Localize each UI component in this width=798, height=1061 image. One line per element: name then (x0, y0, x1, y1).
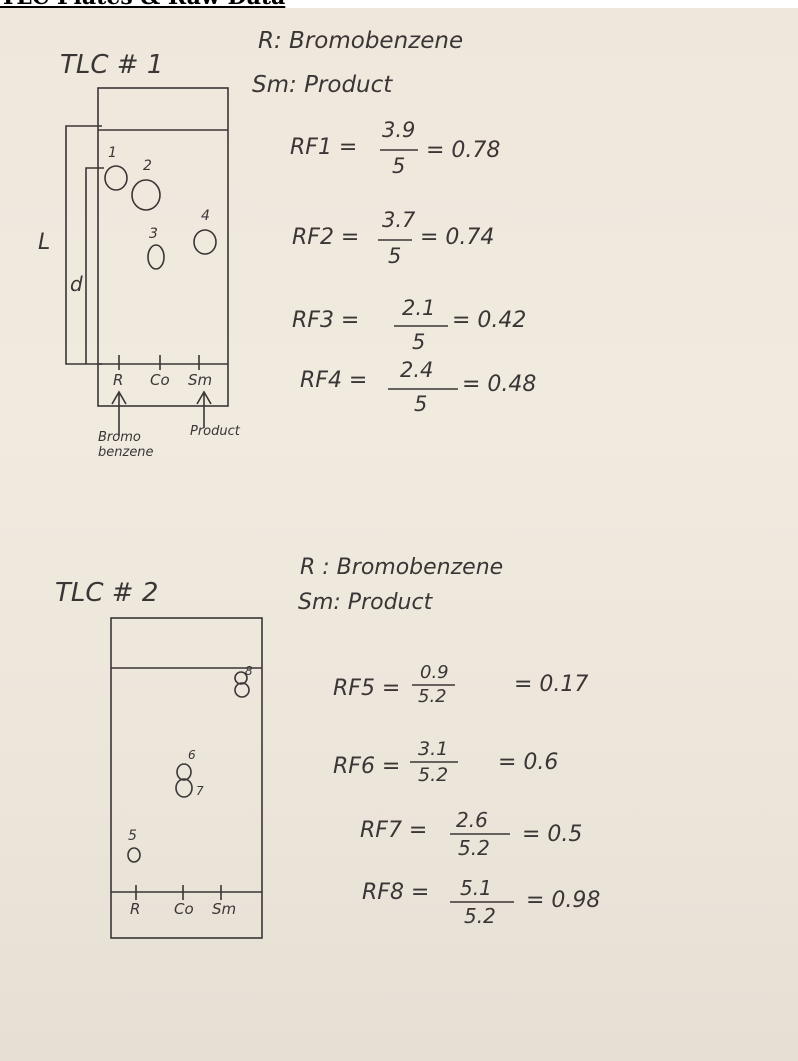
tlc2-spot-8b (234, 682, 250, 698)
tlc2-rf6-label: RF6 = (333, 754, 401, 779)
tlc1-rf3-label: RF3 = (292, 308, 360, 333)
tlc2-rf7-num: 2.6 (456, 808, 488, 832)
tlc2-rf7-label: RF7 = (360, 818, 428, 843)
tlc2-rf5-result: = 0.17 (514, 672, 589, 697)
tlc1-spot-1 (104, 165, 128, 191)
tlc1-arrow-label-left: Bromo benzene (98, 430, 154, 460)
tlc2-spot-num-7: 7 (196, 784, 204, 798)
tlc2-rf5-label: RF5 = (333, 676, 401, 701)
tlc1-rf2-label: RF2 = (292, 225, 360, 250)
tlc2-rf8-result: = 0.98 (526, 888, 601, 913)
tlc2-plate (110, 617, 263, 939)
tlc2-rf8-num: 5.1 (460, 876, 492, 900)
tlc1-rf4-result: = 0.48 (462, 372, 537, 397)
tlc1-label-d: d (70, 272, 83, 296)
tlc2-legend-sm: Sm: Product (298, 590, 433, 615)
tlc1-lane-co: Co (150, 371, 170, 389)
tlc1-spot-num-3: 3 (149, 226, 158, 242)
tlc2-rf5-den: 5.2 (418, 686, 447, 707)
tlc2-rf7-den: 5.2 (458, 836, 490, 860)
tlc1-spot-num-2: 2 (143, 158, 152, 174)
tlc1-spot-2 (131, 179, 161, 211)
tlc2-lane-r: R (130, 900, 141, 918)
tlc2-rf6-den: 5.2 (418, 764, 449, 786)
tlc1-rf2-num: 3.7 (382, 208, 416, 232)
tlc2-rf5-num: 0.9 (420, 662, 449, 683)
tlc2-spot-7 (175, 778, 193, 798)
tlc2-rf8-den: 5.2 (464, 904, 496, 928)
tlc2-lane-co: Co (174, 900, 194, 918)
tlc1-rf2-result: = 0.74 (420, 225, 495, 250)
tlc2-lane-sm: Sm (212, 900, 237, 918)
tlc1-lane-r: R (113, 371, 124, 389)
tlc1-spot-3 (147, 244, 165, 270)
tlc1-arrow-left (111, 390, 127, 436)
tlc1-rf3-den: 5 (412, 330, 426, 354)
tlc2-spot-num-5: 5 (128, 828, 137, 844)
tlc1-spot-4 (193, 229, 217, 255)
tlc1-rf2-den: 5 (388, 244, 402, 268)
tlc1-lane-sm: Sm (188, 371, 213, 389)
tlc1-label-L: L (38, 230, 51, 255)
tlc1-spot-num-4: 4 (201, 208, 210, 224)
tlc1-plate (97, 87, 229, 407)
tlc1-d-bracket (85, 167, 104, 364)
tlc2-rf6-result: = 0.6 (498, 750, 559, 775)
tlc2-spot-num-6: 6 (188, 748, 196, 762)
tlc2-rf8-label: RF8 = (362, 880, 430, 905)
tlc2-spot-8a (234, 671, 248, 685)
tlc1-rf3-num: 2.1 (402, 296, 436, 320)
tlc1-title: TLC # 1 (60, 50, 164, 80)
tlc2-rf6-num: 3.1 (418, 738, 449, 760)
tlc1-arrow-right (196, 390, 212, 428)
tlc2-spot-5 (127, 847, 141, 863)
tlc1-rf1-num: 3.9 (382, 118, 416, 142)
tlc2-spot-num-8: 8 (245, 664, 253, 678)
tlc1-rf4-label: RF4 = (300, 368, 368, 393)
tlc1-rf1-result: = 0.78 (426, 138, 501, 163)
tlc1-spot-num-1: 1 (108, 145, 117, 161)
tlc1-arrow-label-right: Product (190, 424, 240, 439)
page-header: TLC Plates & Raw Data (0, 0, 798, 8)
tlc1-legend-r: R: Bromobenzene (258, 28, 464, 54)
tlc1-legend-sm: Sm: Product (252, 72, 393, 98)
tlc2-legend-r: R : Bromobenzene (300, 555, 504, 580)
header-title: TLC Plates & Raw Data (0, 0, 285, 8)
tlc1-rf1-label: RF1 = (290, 135, 358, 160)
tlc2-rf7-result: = 0.5 (522, 822, 583, 847)
tlc1-L-bracket (65, 125, 102, 365)
tlc1-rf4-num: 2.4 (400, 358, 434, 382)
tlc1-rf1-den: 5 (392, 154, 406, 178)
tlc2-spot-6 (176, 763, 192, 781)
tlc1-rf3-result: = 0.42 (452, 308, 527, 333)
tlc2-title: TLC # 2 (55, 578, 159, 608)
tlc1-rf4-den: 5 (414, 392, 428, 416)
